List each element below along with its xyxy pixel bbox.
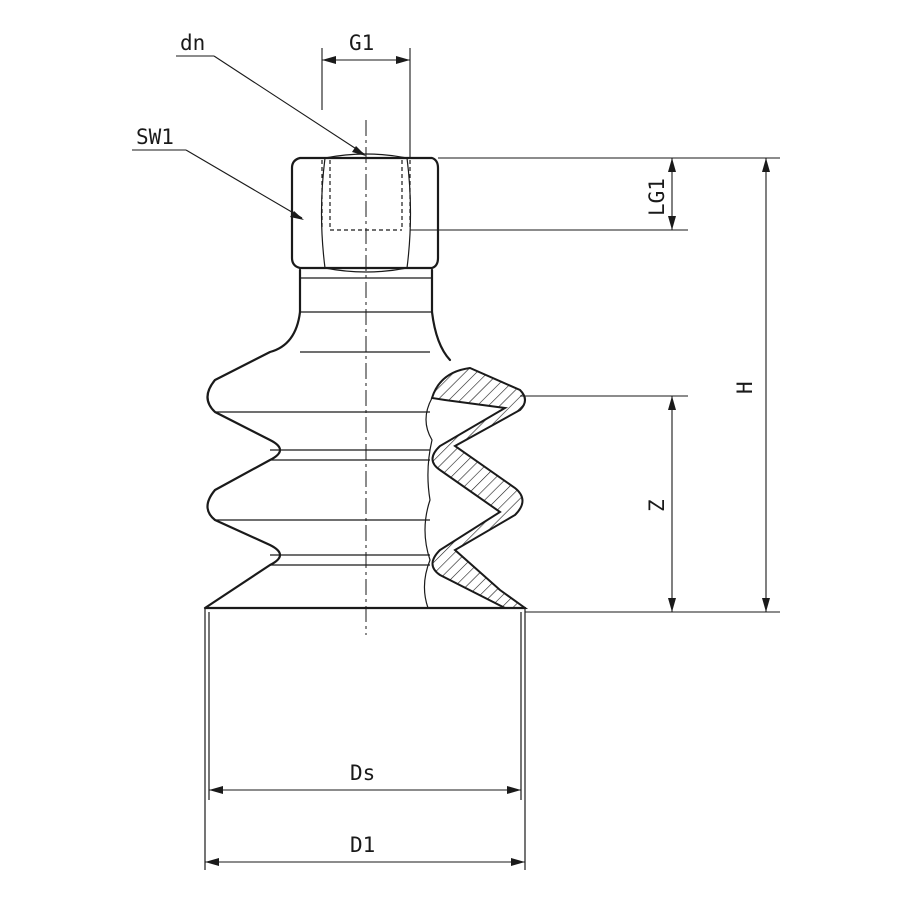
hex-nut xyxy=(290,153,440,273)
dn-leader xyxy=(176,55,366,156)
g1-label: G1 xyxy=(349,31,374,55)
h-label: H xyxy=(733,381,757,394)
d1-label: D1 xyxy=(350,833,375,857)
g1-dimension xyxy=(321,48,411,158)
dn-label: dn xyxy=(180,31,205,55)
d1-dimension xyxy=(205,858,525,866)
lg1-label: LG1 xyxy=(645,178,669,216)
base-extension-lines xyxy=(204,608,526,870)
lg1-dimension xyxy=(410,157,780,231)
z-dimension xyxy=(520,395,688,612)
section-cut xyxy=(423,366,529,609)
sw1-label: SW1 xyxy=(136,125,174,149)
h-dimension xyxy=(525,158,780,613)
bellows-body xyxy=(203,310,527,610)
ds-dimension xyxy=(209,786,521,794)
thread-hidden-lines xyxy=(321,160,411,231)
ds-label: Ds xyxy=(350,761,375,785)
sw1-leader xyxy=(132,149,304,220)
z-label: Z xyxy=(645,499,669,512)
